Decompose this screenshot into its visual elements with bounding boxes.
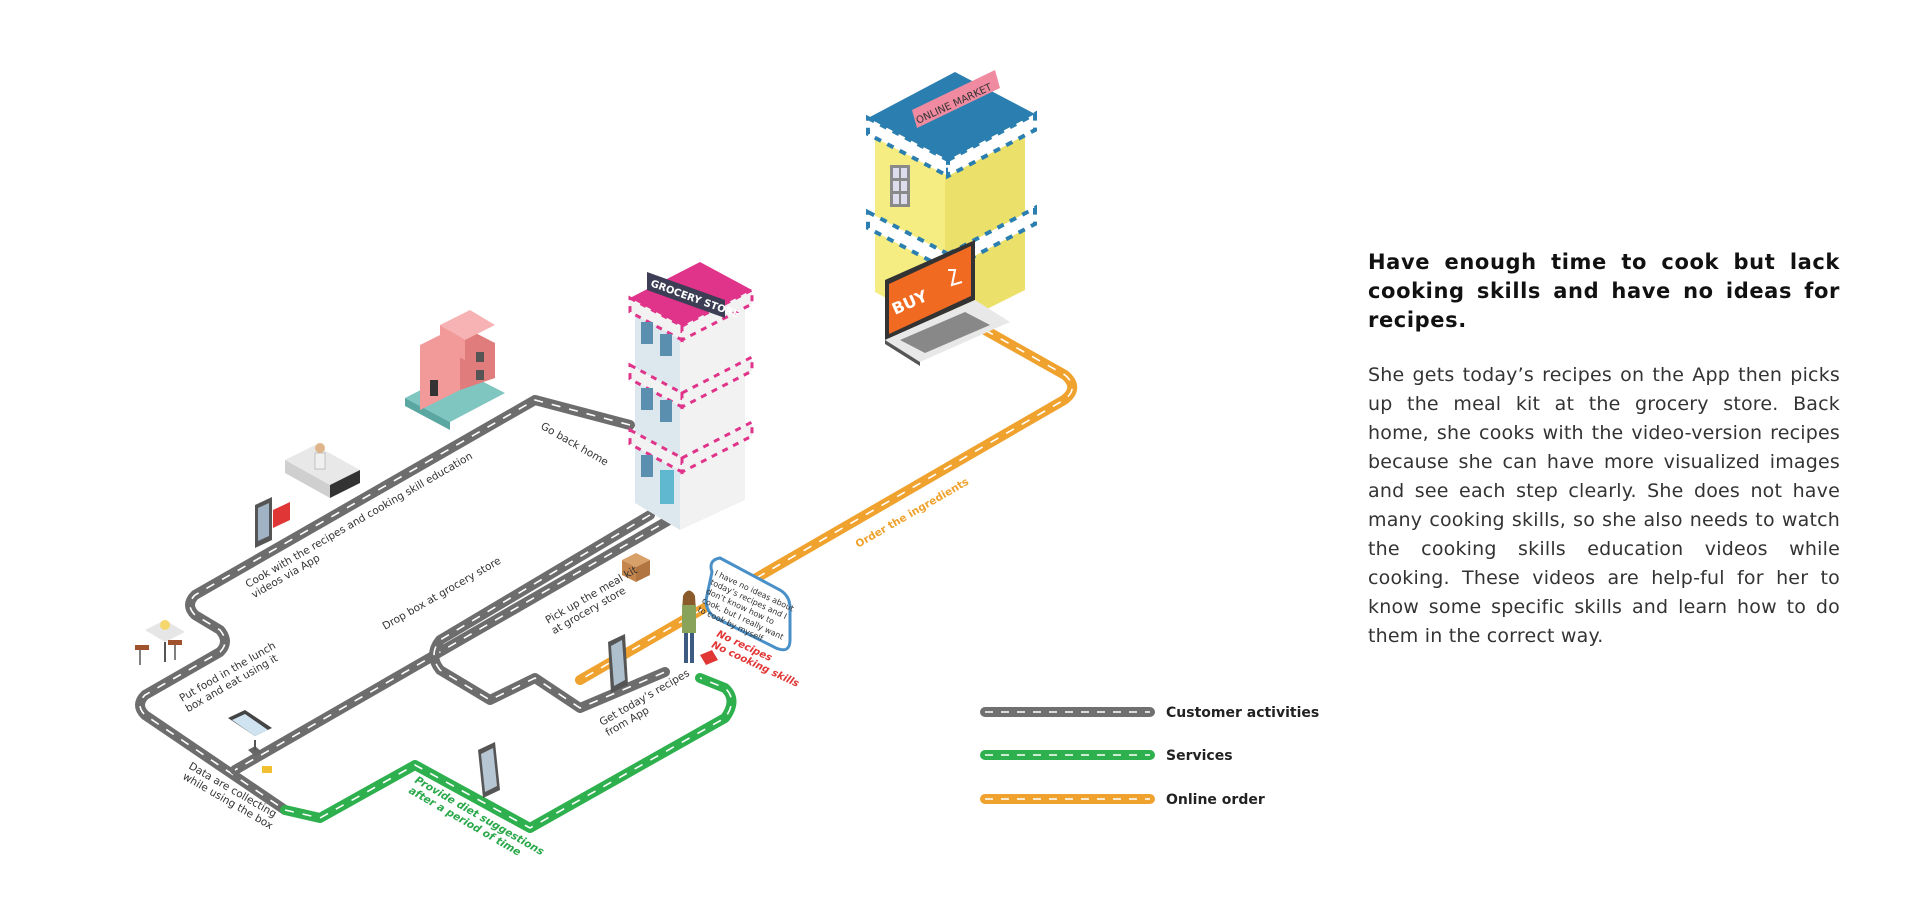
legend-label-online-order: Online order bbox=[1166, 792, 1265, 808]
home-house-icon bbox=[405, 310, 505, 430]
kitchen-cooking-icon bbox=[285, 443, 360, 498]
grocery-store-building bbox=[628, 262, 754, 530]
woman-persona-icon bbox=[682, 590, 718, 665]
description-panel: Have enough time to cook but lack cookin… bbox=[1368, 248, 1840, 651]
panel-body: She gets today’s recipes on the App then… bbox=[1368, 364, 1840, 647]
label-diet-line-1: Provide diet suggestions bbox=[413, 774, 546, 858]
laptop-buy-icon bbox=[885, 240, 1010, 366]
customer-activities-road bbox=[135, 395, 695, 815]
dining-table-icon bbox=[135, 620, 185, 665]
legend-services: Services bbox=[980, 748, 1233, 764]
tablet-get-recipes-icon bbox=[608, 634, 628, 693]
persona-speech-bubble bbox=[704, 556, 792, 652]
panel-title: Have enough time to cook but lack cookin… bbox=[1368, 250, 1840, 332]
online-order-road bbox=[575, 325, 1078, 685]
tablet-recipe-icon bbox=[255, 497, 290, 548]
online-market-building bbox=[866, 70, 1037, 330]
meal-kit-box-icon bbox=[622, 553, 650, 582]
legend-label-services: Services bbox=[1166, 748, 1233, 764]
legend-customer-activities: Customer activities bbox=[980, 705, 1319, 721]
computer-monitor-icon bbox=[228, 710, 272, 773]
services-road bbox=[280, 673, 737, 833]
legend-online-order: Online order bbox=[980, 792, 1265, 808]
legend: Customer activities Services Online orde… bbox=[980, 705, 1319, 808]
label-go-back-home: Go back home bbox=[539, 420, 611, 468]
legend-label-customer-activities: Customer activities bbox=[1166, 705, 1319, 721]
tablet-diet-icon bbox=[478, 742, 500, 798]
